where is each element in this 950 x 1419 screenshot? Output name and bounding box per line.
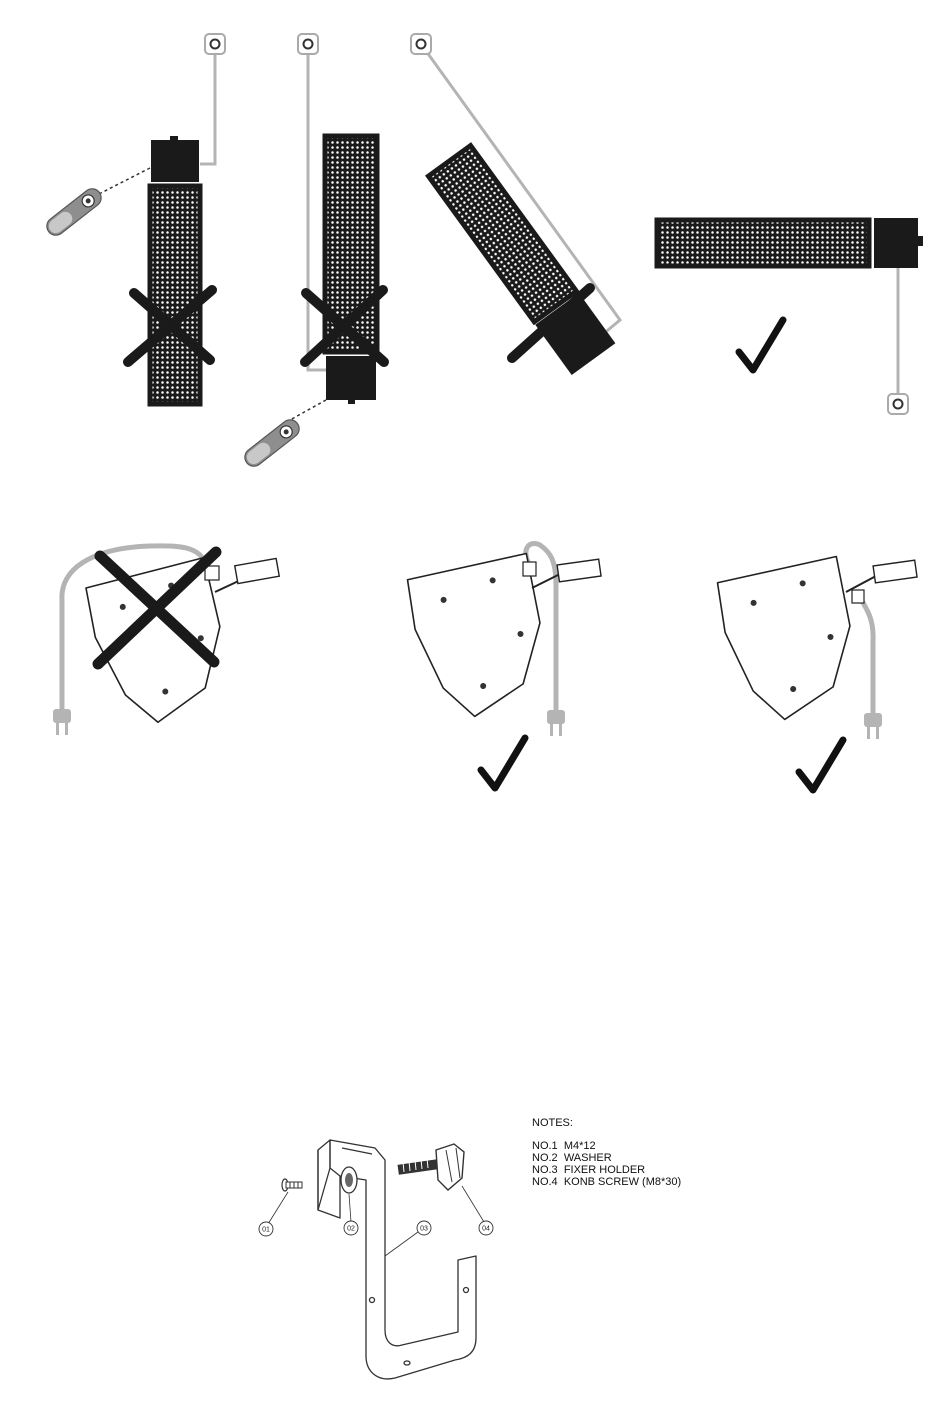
note-item: NO.4 KONB SCREW (M8*30) xyxy=(532,1176,681,1188)
cable-routing-panel xyxy=(53,544,917,790)
cable-routed-front xyxy=(716,556,917,790)
parts-notes: NOTES: NO.1 M4*12 NO.2 WASHER NO.3 FIXER… xyxy=(532,1117,681,1188)
note-item: NO.2 WASHER xyxy=(532,1152,681,1164)
note-item: NO.3 FIXER HOLDER xyxy=(532,1164,681,1176)
part-label-02: 02 xyxy=(347,1226,355,1233)
bracket-parts-diagram: 01 02 03 04 xyxy=(259,1140,493,1379)
orientation-panel xyxy=(43,34,923,470)
cable-routed-back xyxy=(406,544,601,788)
callout-02: 02 xyxy=(344,1194,358,1235)
heater-horizontal xyxy=(657,218,923,414)
heater-vertical-box-bottom xyxy=(241,34,384,470)
heater-tilted xyxy=(411,34,620,375)
check-mark-icon xyxy=(481,738,525,788)
bracket-arm xyxy=(523,559,601,588)
callout-01: 01 xyxy=(259,1192,288,1236)
callout-03: 03 xyxy=(385,1221,431,1256)
bracket-arm xyxy=(205,558,279,592)
screw-m4 xyxy=(282,1179,302,1191)
remote-control-icon xyxy=(43,185,105,239)
notes-title: NOTES: xyxy=(532,1117,681,1129)
part-label-04: 04 xyxy=(482,1226,490,1233)
note-item: NO.1 M4*12 xyxy=(532,1140,681,1152)
socket-icon xyxy=(298,34,318,54)
check-mark-icon xyxy=(799,740,843,790)
check-mark-icon xyxy=(739,320,783,370)
part-label-03: 03 xyxy=(420,1226,428,1233)
remote-control-icon xyxy=(241,416,303,470)
socket-icon xyxy=(411,34,431,54)
knob-screw xyxy=(397,1144,464,1190)
socket-icon xyxy=(205,34,225,54)
socket-icon xyxy=(888,394,908,414)
washer xyxy=(341,1167,357,1193)
part-label-01: 01 xyxy=(262,1227,270,1234)
plug-icon xyxy=(547,690,565,736)
callout-04: 04 xyxy=(462,1186,493,1235)
plug-icon xyxy=(864,693,882,739)
cable-over-top xyxy=(53,546,279,735)
plug-icon xyxy=(53,689,71,735)
heater-vertical-box-top xyxy=(43,34,225,404)
bracket-arm xyxy=(846,560,917,603)
